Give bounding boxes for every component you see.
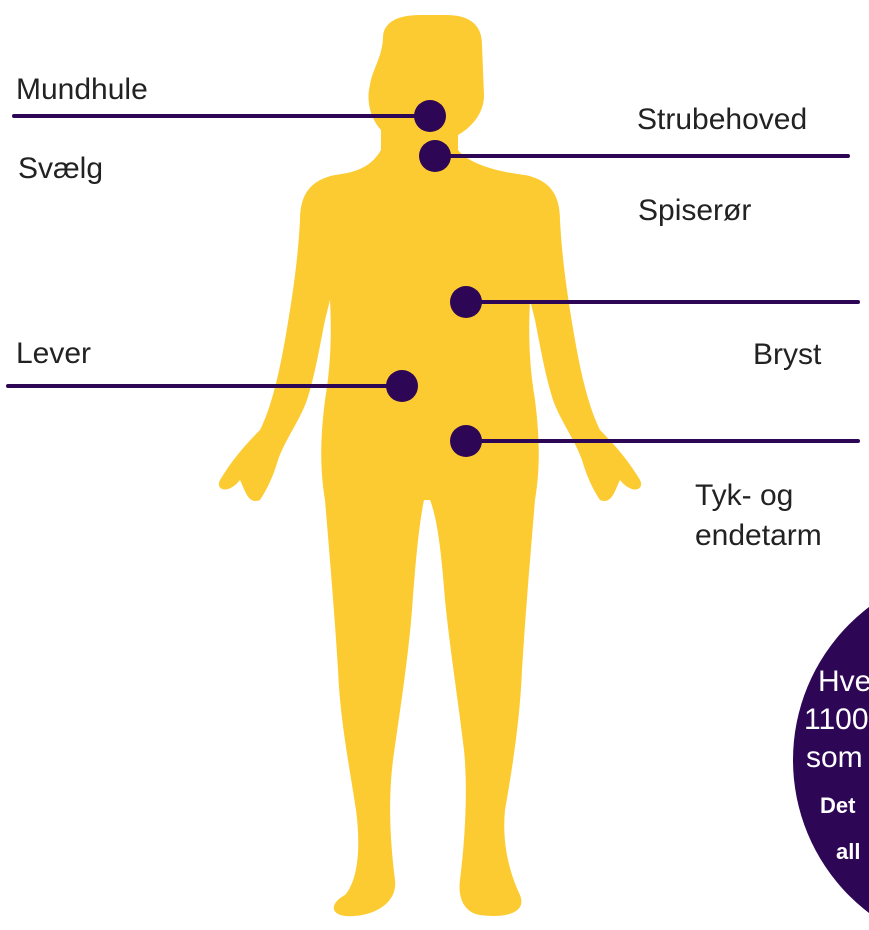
- label-tyk-og: Tyk- og: [695, 478, 793, 514]
- label-mundhule: Mundhule: [16, 72, 148, 108]
- tyk-endetarm-marker: [450, 425, 482, 457]
- spiseroer-marker: [450, 286, 482, 318]
- lever-marker: [386, 370, 418, 402]
- mundhule-marker: [414, 100, 446, 132]
- strubehoved-marker: [419, 140, 451, 172]
- info-circle-bold-2: all: [836, 838, 860, 866]
- label-strubehoved: Strubehoved: [637, 102, 807, 138]
- label-spiseroer: Spiserør: [638, 193, 751, 229]
- label-svaelg: Svælg: [18, 151, 103, 187]
- info-circle-line-1: Hve: [818, 664, 869, 700]
- info-circle-line-2: 1100: [804, 702, 869, 738]
- label-bryst: Bryst: [753, 337, 821, 373]
- info-circle-bold-1: Det: [820, 792, 855, 820]
- info-circle-line-3: som: [806, 740, 863, 776]
- label-lever: Lever: [16, 336, 91, 372]
- label-endetarm: endetarm: [695, 518, 822, 554]
